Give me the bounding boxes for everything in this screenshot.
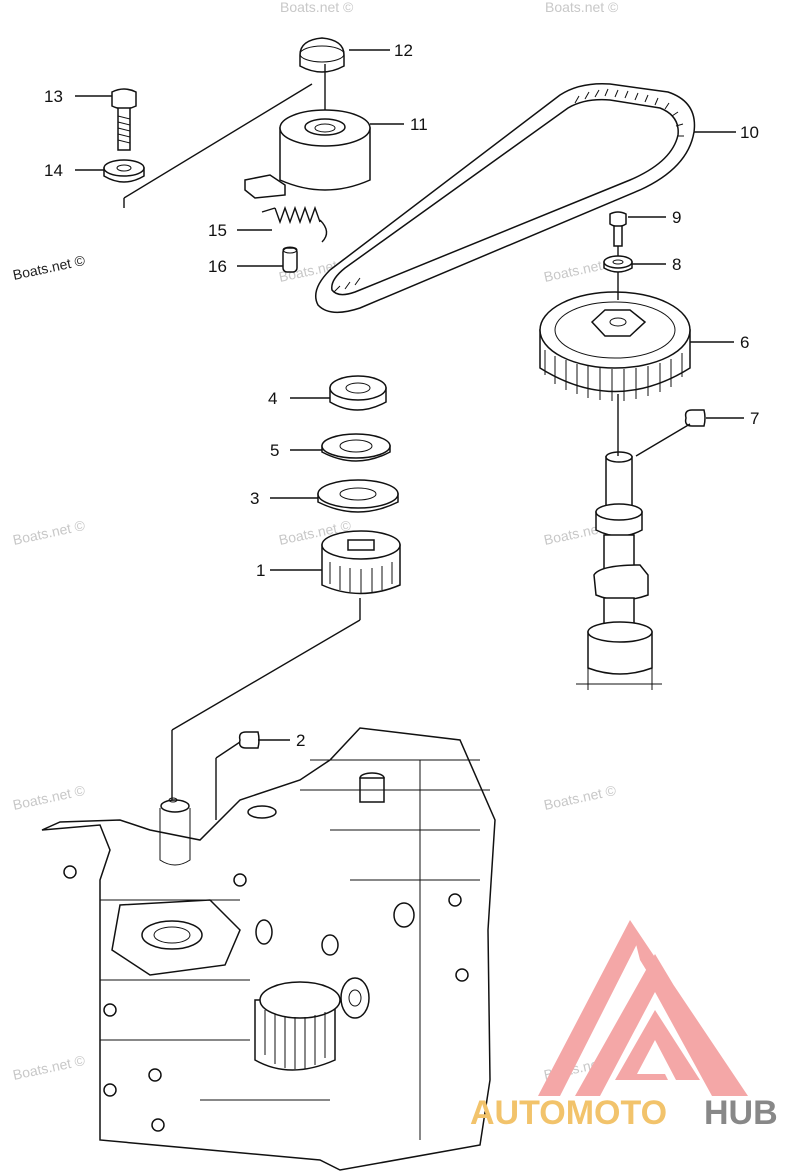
watermark-text: Boats.net ©	[280, 0, 354, 15]
callout-4: 4	[268, 389, 277, 408]
belt-teeth	[333, 88, 684, 293]
callout-15: 15	[208, 221, 227, 240]
part-15-spring	[261, 205, 328, 243]
part-3-plate-washer	[317, 479, 399, 513]
callout-14: 14	[44, 161, 63, 180]
part-2-key	[238, 731, 260, 749]
part-4-nut	[329, 375, 387, 411]
part-12-cap	[299, 37, 345, 73]
automotohub-logo: AUTOMOTO HUB	[470, 920, 778, 1132]
callout-9: 9	[672, 208, 681, 227]
part-13-bolt	[111, 88, 137, 151]
callout-12: 12	[394, 41, 413, 60]
callout-11: 11	[410, 115, 428, 134]
watermark-text: Boats.net ©	[11, 1052, 87, 1083]
callout-16: 16	[208, 257, 227, 276]
logo-text-hub: HUB	[704, 1094, 778, 1132]
part-14-washer	[103, 159, 145, 183]
callout-2: 2	[296, 731, 305, 750]
part-11-tensioner-pulley	[244, 109, 371, 199]
callout-6: 6	[740, 333, 749, 352]
callout-5: 5	[270, 441, 279, 460]
logo-text-automoto: AUTOMOTO	[470, 1094, 667, 1132]
callout-labels: 12 11 13 14 15 16 10 9 8 6 7 4 5 3 1 2	[44, 41, 759, 750]
part-6-camshaft-pulley	[539, 291, 691, 401]
part-5-lock-washer	[321, 433, 391, 462]
part-7-key	[684, 409, 706, 427]
part-8-washer	[603, 255, 633, 273]
callout-10: 10	[740, 123, 759, 142]
leader-lines	[75, 49, 744, 820]
watermark-text: Boats.net ©	[545, 0, 619, 15]
callout-7: 7	[750, 409, 759, 428]
camshaft	[576, 451, 662, 690]
callout-3: 3	[250, 489, 259, 508]
part-1-drive-pulley	[321, 530, 401, 595]
part-16-pin	[282, 246, 298, 273]
watermark-text: Boats.net ©	[11, 517, 87, 548]
watermark-text: Boats.net ©	[542, 782, 618, 813]
logo-triangle-mark	[538, 920, 748, 1096]
callout-8: 8	[672, 255, 681, 274]
engine-block	[41, 727, 496, 1171]
watermark-text: Boats.net ©	[11, 252, 87, 283]
watermark-text: Boats.net ©	[11, 782, 87, 813]
callout-1: 1	[256, 561, 265, 580]
part-9-bolt	[609, 211, 627, 247]
callout-13: 13	[44, 87, 63, 106]
part-10-timing-belt	[315, 82, 696, 314]
